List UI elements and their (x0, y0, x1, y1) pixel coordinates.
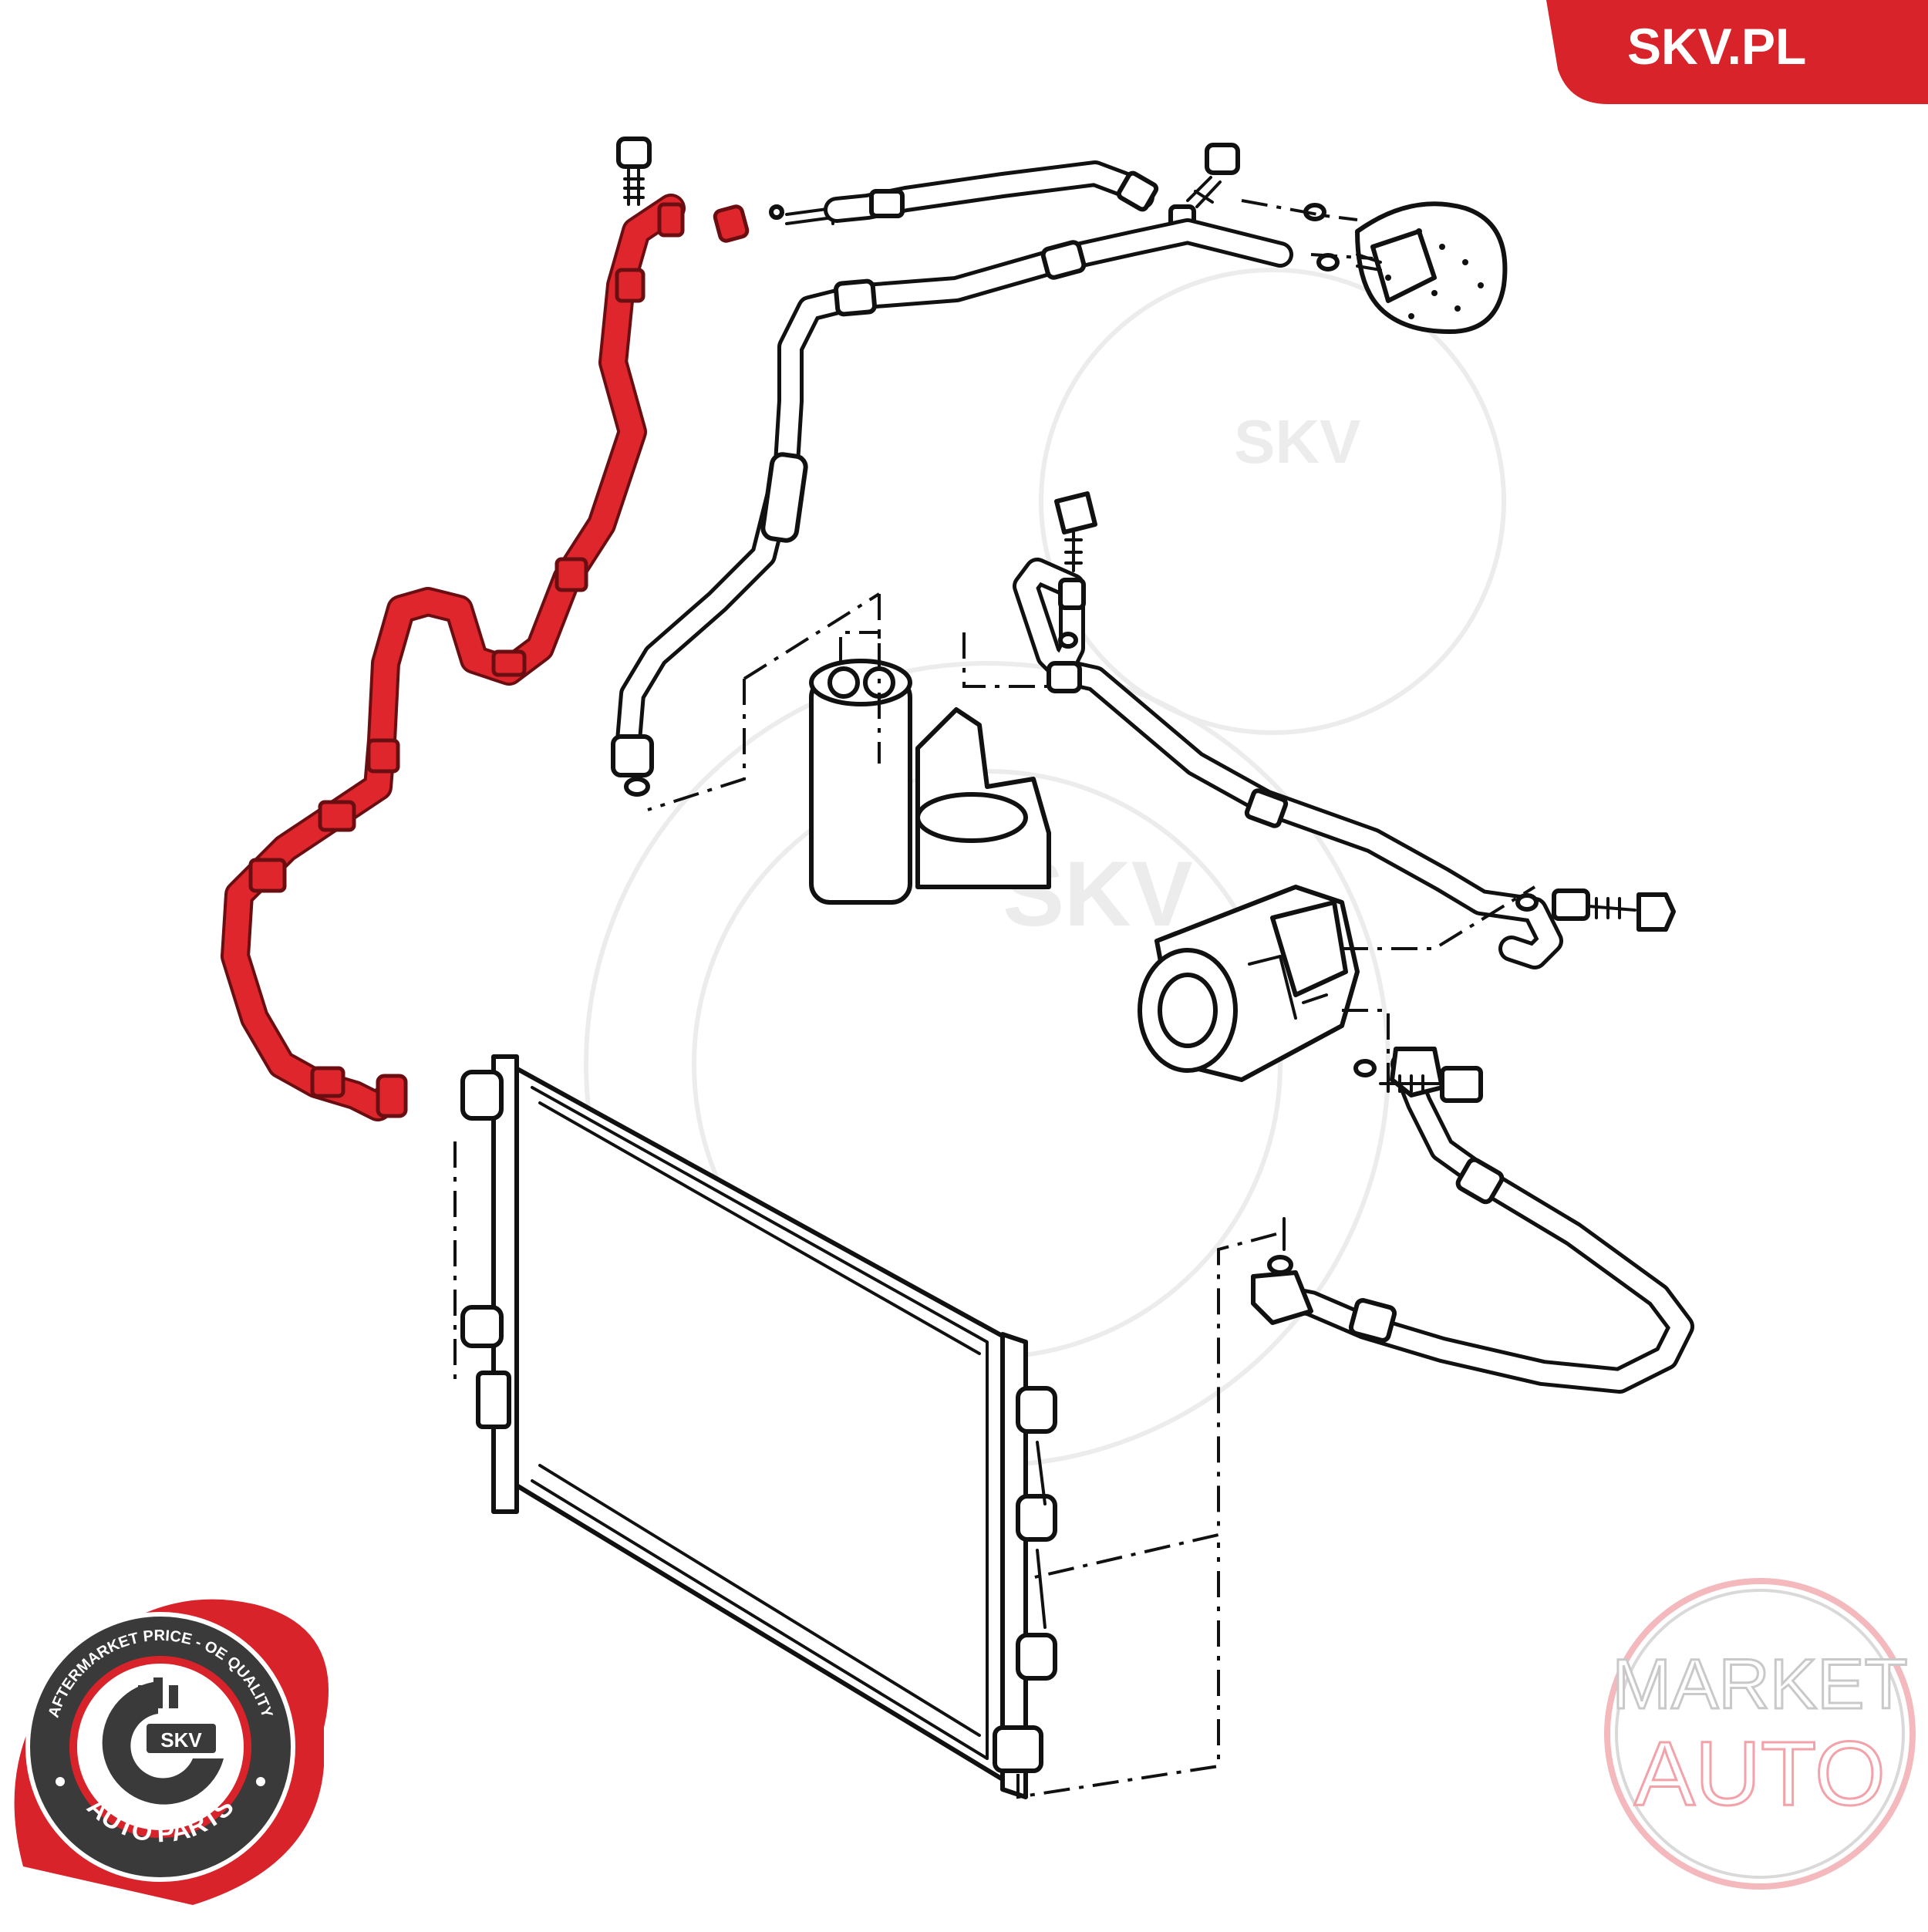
skv-badge: SKV AFTERMARKET PRICE - OE QUALITY AUTO … (14, 1599, 329, 1905)
suction-pipe (611, 218, 1293, 797)
ac-compressor (1138, 885, 1536, 1095)
watermark-text-1: SKV (1234, 407, 1361, 476)
high-pressure-hose (221, 194, 750, 1121)
brand-tab: SKV.PL (1546, 0, 1928, 104)
site-label: SKV.PL (1627, 18, 1806, 75)
expansion-valve (1241, 199, 1508, 334)
low-pressure-pipe (824, 160, 1159, 223)
mounting-bolt-lower (1353, 1059, 1483, 1103)
condenser (453, 1054, 1220, 1799)
service-valve-left (616, 137, 834, 225)
market-auto-logo: MARKET AUTO (1604, 1578, 1916, 1890)
badge-center-text: SKV (160, 1728, 202, 1752)
mounting-bolt-upper (1515, 888, 1676, 932)
discharge-pipe (1017, 1047, 1694, 1583)
market-logo-line1: MARKET (1612, 1645, 1907, 1724)
liquid-pipe (1013, 491, 1563, 969)
receiver-drier (647, 592, 1064, 905)
market-logo-line2: AUTO (1634, 1723, 1886, 1825)
